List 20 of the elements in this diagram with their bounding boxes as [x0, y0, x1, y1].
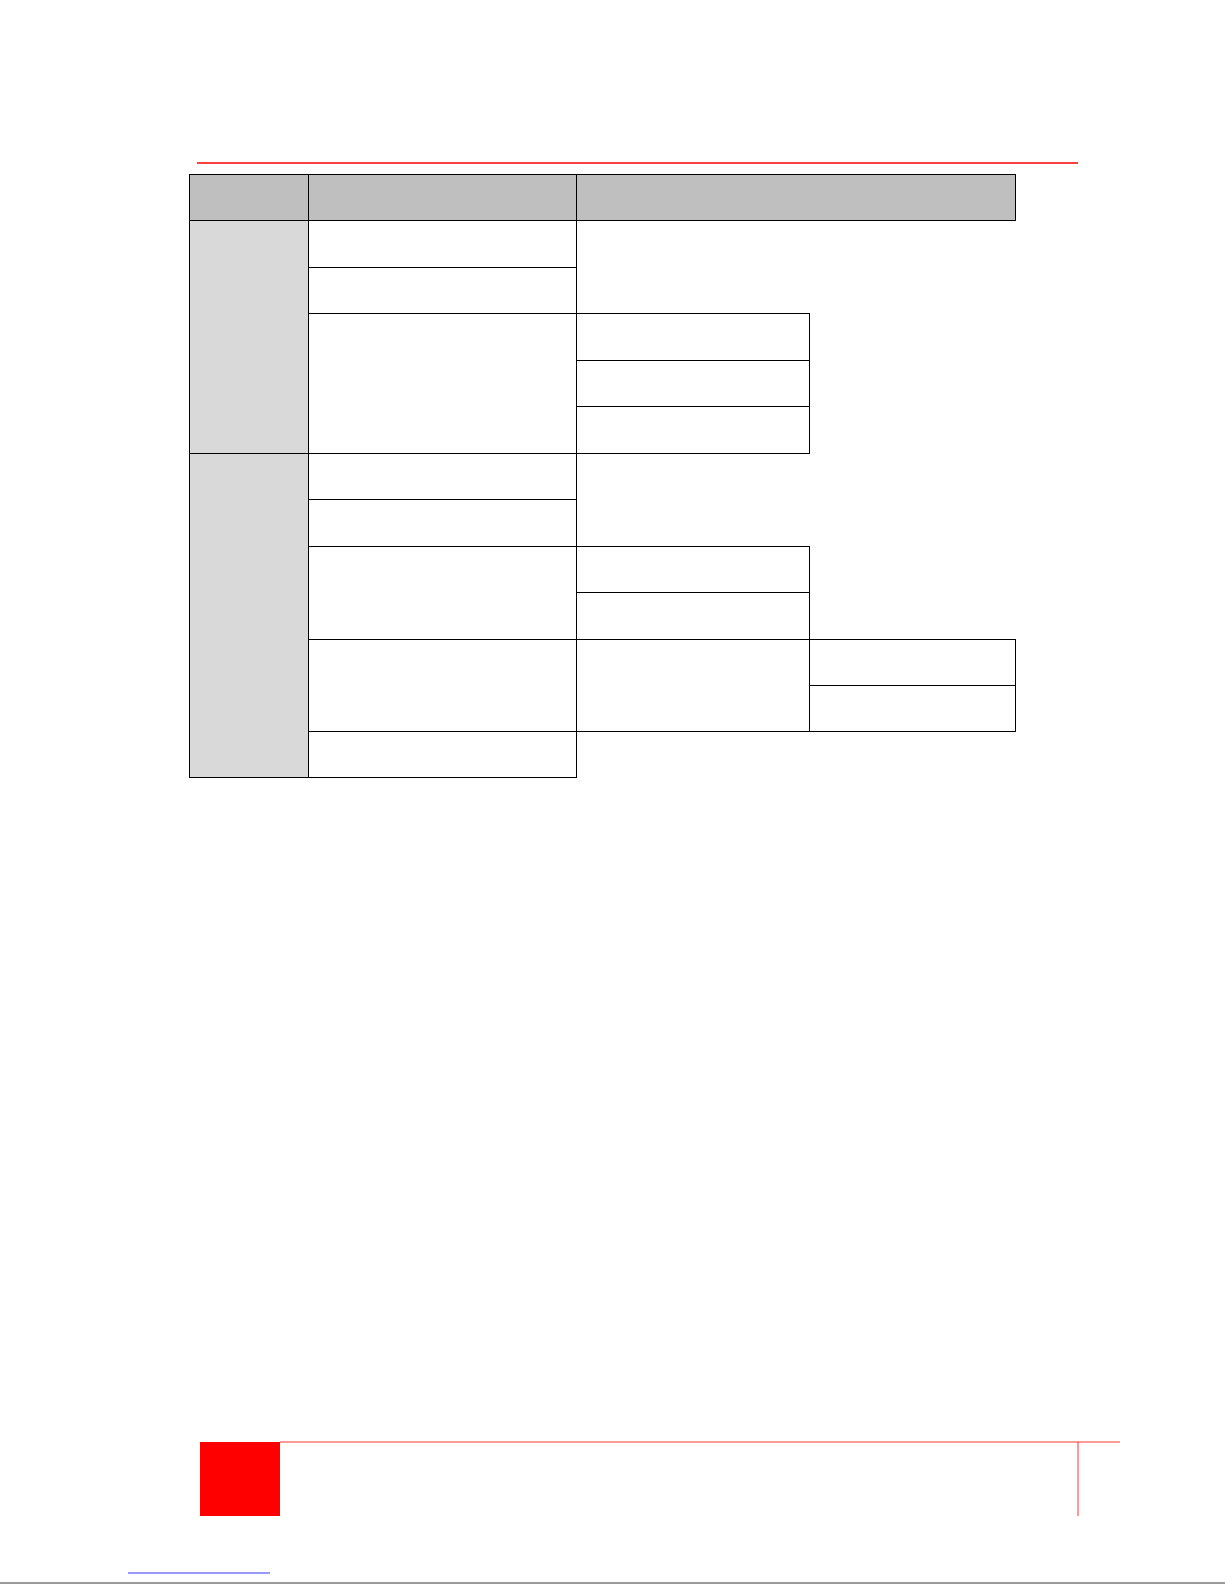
table-cell [576, 313, 810, 361]
table-cell [308, 313, 577, 454]
table-cell [189, 453, 309, 778]
table-cell [189, 220, 309, 454]
table-cell [308, 639, 577, 732]
header-cell [576, 174, 1016, 221]
table-cell [809, 685, 1016, 732]
table-cell [576, 639, 810, 732]
table-cell [809, 639, 1016, 686]
table-cell [308, 220, 577, 268]
table-cell [576, 546, 810, 593]
table-cell [576, 360, 810, 407]
table-cell [308, 731, 577, 778]
table-cell [308, 453, 577, 500]
table-cell [308, 546, 577, 640]
table-cell [308, 499, 577, 547]
table-cell [308, 267, 577, 314]
table-cell [576, 406, 810, 454]
header-cell [189, 174, 309, 221]
table-cell [576, 592, 810, 640]
